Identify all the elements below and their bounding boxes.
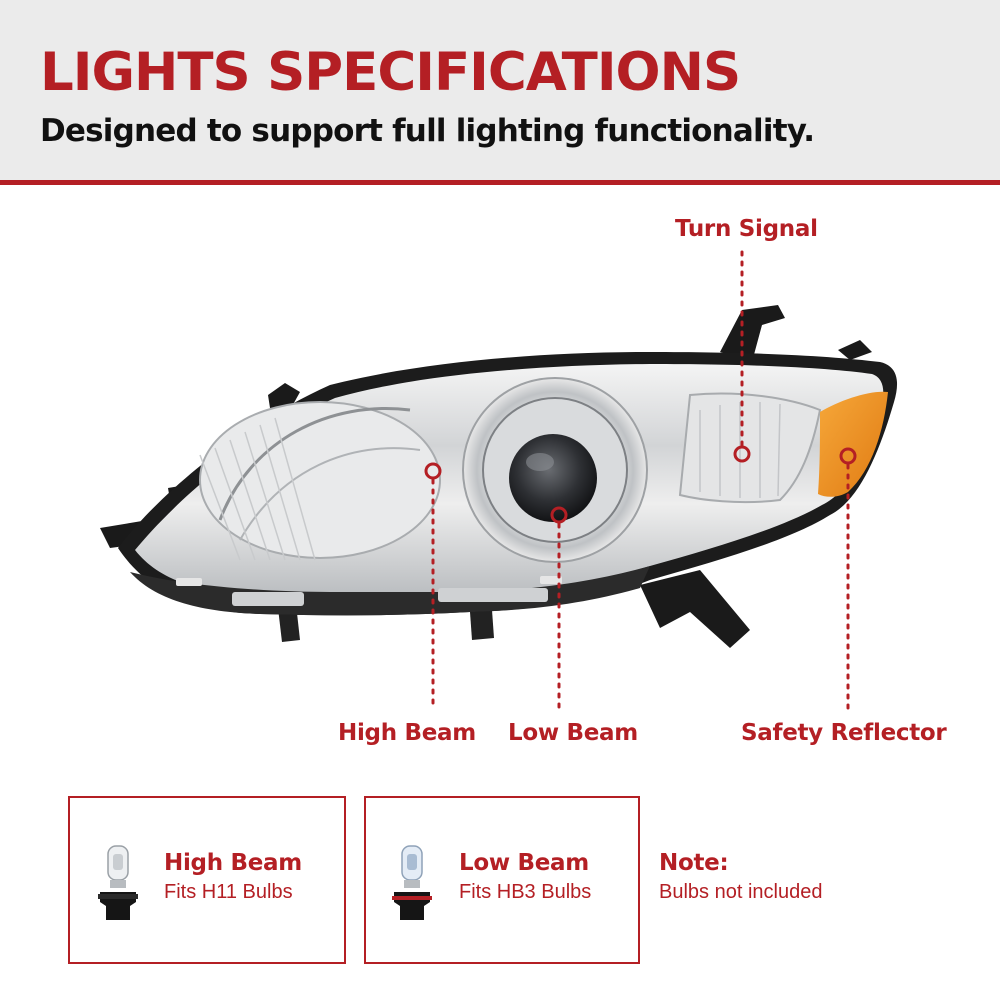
header-divider: [0, 180, 1000, 185]
high-beam-bulb-type: Fits H11 Bulbs: [164, 881, 293, 903]
hb3-bulb-icon: [392, 845, 432, 920]
turn-signal-label: Turn Signal: [675, 216, 818, 242]
low-beam-label: Low Beam: [508, 720, 638, 746]
note-title: Note:: [659, 850, 729, 876]
page-title: LIGHTS SPECIFICATIONS: [40, 42, 741, 103]
page-subtitle: Designed to support full lighting functi…: [40, 113, 815, 149]
h11-bulb-icon: [98, 845, 138, 920]
low-beam-bulb-type: Fits HB3 Bulbs: [459, 881, 592, 903]
low-beam-title: Low Beam: [459, 850, 589, 876]
safety-reflector-label: Safety Reflector: [741, 720, 947, 746]
high-beam-label: High Beam: [338, 720, 476, 746]
header-banner: [0, 0, 1000, 183]
high-beam-title: High Beam: [164, 850, 302, 876]
note-text: Bulbs not included: [659, 881, 823, 903]
